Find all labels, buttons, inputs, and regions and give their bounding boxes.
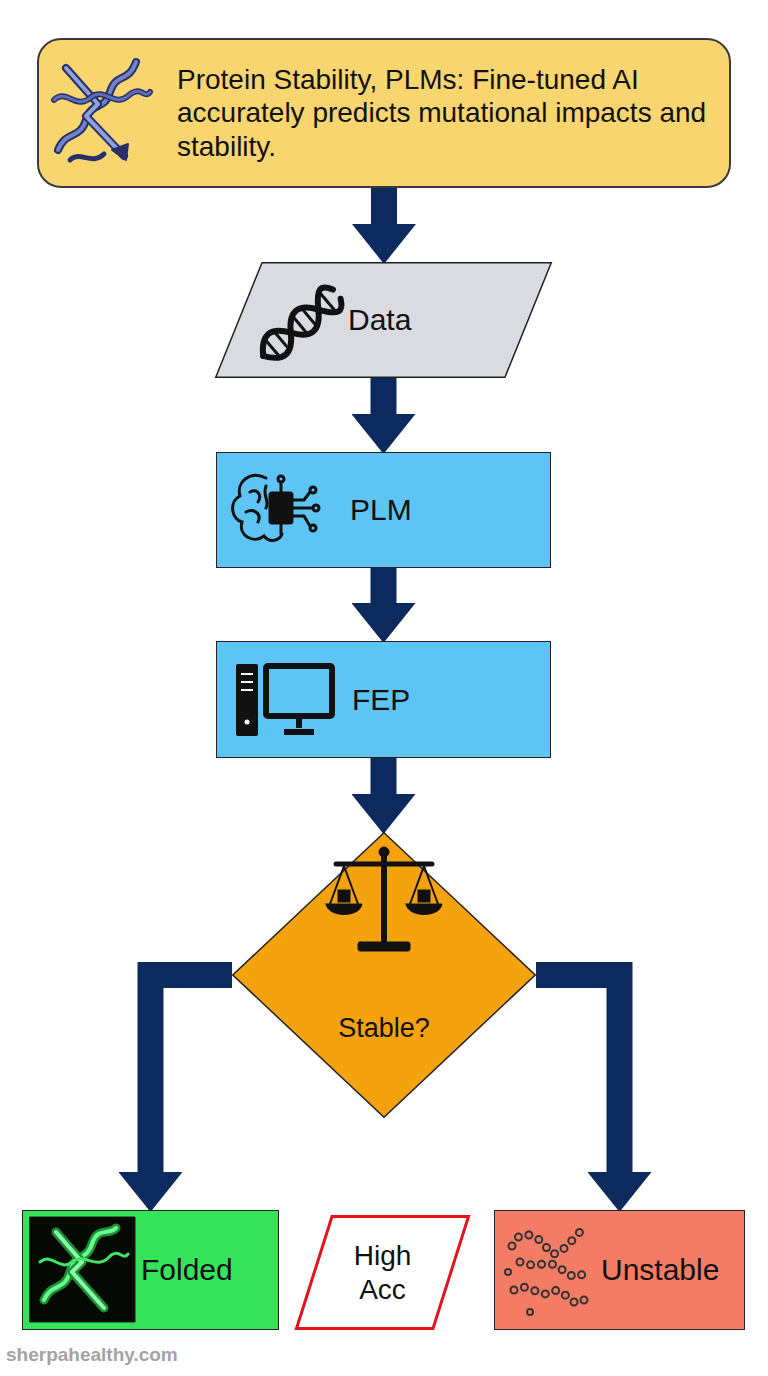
result-note: High Acc	[295, 1215, 470, 1330]
result-note-shape	[297, 1217, 469, 1329]
flow-arrow	[371, 378, 397, 414]
watermark: sherpahealthy.com	[6, 1344, 178, 1366]
flow-arrow	[536, 975, 620, 1172]
flow-arrow	[371, 188, 397, 224]
text-area: FEP	[217, 642, 550, 757]
node-text: PLM	[350, 492, 412, 528]
node-text: Data	[348, 302, 411, 338]
flow-arrow	[371, 758, 397, 794]
data-input: Data	[215, 262, 552, 378]
flow-arrow	[151, 975, 233, 1172]
node-text: Stable?	[338, 1012, 430, 1044]
outcome-box: Folded	[22, 1210, 279, 1330]
text-area: PLM	[217, 453, 550, 567]
text-area: High Acc	[295, 1215, 470, 1330]
node-text: Folded	[141, 1252, 233, 1288]
process-box: FEP	[216, 641, 551, 758]
decision-diamond: Stable?	[232, 832, 536, 1118]
text-area: Protein Stability, PLMs: Fine-tuned AI a…	[39, 40, 729, 186]
node-text: FEP	[352, 682, 410, 718]
node-text: High Acc	[338, 1239, 428, 1306]
decision-diamond-outline	[232, 832, 536, 1118]
outcome-box: Unstable	[494, 1210, 745, 1330]
decision-diamond-shape	[233, 833, 536, 1118]
text-area: Stable?	[232, 832, 536, 1118]
data-input-shape	[216, 263, 552, 378]
result-note-outline	[295, 1215, 470, 1330]
text-area: Folded	[23, 1211, 278, 1329]
node-text: Unstable	[601, 1252, 719, 1288]
node-text: Protein Stability, PLMs: Fine-tuned AI a…	[177, 63, 717, 164]
text-area: Data	[215, 262, 552, 378]
flow-arrow	[371, 568, 397, 603]
text-area: Unstable	[495, 1211, 744, 1329]
process-box: PLM	[216, 452, 551, 568]
summary-box: Protein Stability, PLMs: Fine-tuned AI a…	[37, 38, 731, 188]
